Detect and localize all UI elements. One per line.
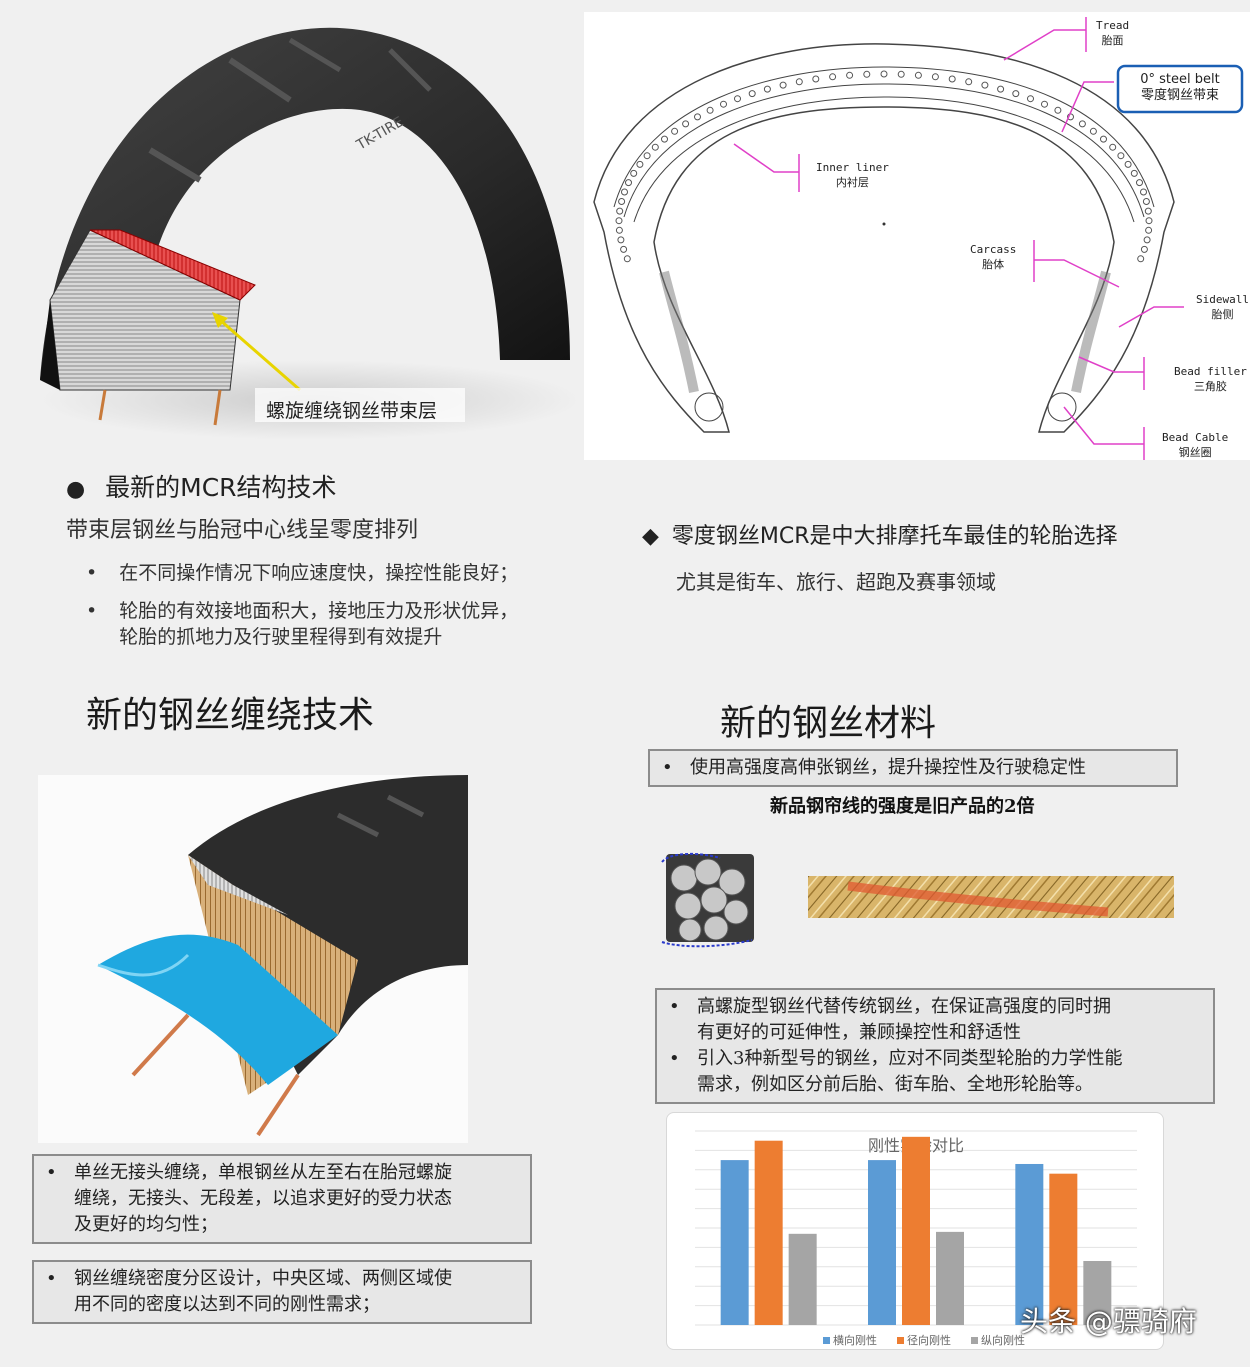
legend-label: 横向刚性 bbox=[833, 1333, 877, 1347]
mcr-item-line: 轮胎的有效接地面积大，接地压力及形状优异， bbox=[119, 600, 519, 622]
bullet-icon: • bbox=[669, 1048, 680, 1069]
mcr-heading-text: 最新的MCR结构技术 bbox=[105, 473, 337, 502]
mcr-subheading: 带束层钢丝与胎冠中心线呈零度排列 bbox=[66, 518, 419, 543]
mcr-best-choice-sub: 尤其是街车、旅行、超跑及赛事领域 bbox=[676, 570, 996, 594]
bar-2-1 bbox=[754, 1140, 783, 1325]
box-text: 使用高强度高伸张钢丝，提升操控性及行驶稳定性 bbox=[690, 757, 1086, 778]
mcr-item-response: • 在不同操作情况下响应速度快，操控性能良好； bbox=[86, 558, 518, 585]
bullet-icon: • bbox=[86, 600, 98, 622]
bar-3-1 bbox=[788, 1233, 817, 1325]
wire-winding-tire-image bbox=[38, 775, 468, 1143]
mcr-item-contact-area: • 轮胎的有效接地面积大，接地压力及形状优异， 轮胎的抓地力及行驶里程得到有效提… bbox=[86, 598, 518, 650]
box-line: 引入3种新型号的钢丝，应对不同类型轮胎的力学性能 bbox=[697, 1048, 1123, 1069]
bar-3-3 bbox=[1083, 1260, 1112, 1325]
stiffness-chart-card: 刚性实验对比横向刚性径向刚性纵向刚性 bbox=[666, 1112, 1164, 1350]
mcr-item-line: 轮胎的抓地力及行驶里程得到有效提升 bbox=[119, 626, 443, 648]
bar-3-2 bbox=[936, 1231, 964, 1325]
box-line: 用不同的密度以达到不同的刚性需求； bbox=[74, 1294, 380, 1315]
bullet-icon: • bbox=[46, 1162, 57, 1183]
section-title-winding: 新的钢丝缠绕技术 bbox=[86, 695, 375, 736]
bullet-icon: • bbox=[46, 1268, 57, 1289]
steel-cord-section-image bbox=[661, 852, 754, 948]
section-title-material: 新的钢丝材料 bbox=[720, 703, 937, 744]
strength-note: 新品钢帘线的强度是旧产品的2倍 bbox=[770, 796, 1035, 817]
bar-2-3 bbox=[1049, 1173, 1078, 1325]
box-line: 高螺旋型钢丝代替传统钢丝，在保证高强度的同时拥 bbox=[697, 996, 1111, 1017]
mcr-heading: ● 最新的MCR结构技术 bbox=[66, 468, 337, 504]
box-line: 及更好的均匀性； bbox=[74, 1214, 218, 1235]
bar-1-3 bbox=[1015, 1163, 1044, 1325]
mcr-item-text: 轮胎的有效接地面积大，接地压力及形状优异， 轮胎的抓地力及行驶里程得到有效提升 bbox=[119, 598, 518, 650]
zoned-density-box: • 钢丝缠绕密度分区设计，中央区域、两侧区域使 用不同的密度以达到不同的刚性需求… bbox=[32, 1260, 532, 1324]
watermark-text: 头条 @骠骑府 bbox=[1020, 1305, 1197, 1338]
cross-section-svg bbox=[593, 17, 1244, 460]
legend-label: 纵向刚性 bbox=[981, 1333, 1025, 1347]
bar-1-1 bbox=[720, 1160, 749, 1325]
mcr-best-choice-heading: ◆ 零度钢丝MCR是中大排摩托车最佳的轮胎选择 bbox=[642, 518, 1118, 550]
high-strength-wire-box: • 使用高强度高伸张钢丝，提升操控性及行驶稳定性 bbox=[648, 749, 1178, 787]
legend-swatch bbox=[823, 1337, 830, 1344]
box-line: 有更好的可延伸性，兼顾操控性和舒适性 bbox=[697, 1022, 1021, 1043]
legend-label: 径向刚性 bbox=[907, 1333, 951, 1347]
bullet-dot-icon: ● bbox=[66, 477, 86, 502]
spiral-belt-callout-label: 螺旋缠绕钢丝带束层 bbox=[266, 400, 438, 422]
diamond-bullet-icon: ◆ bbox=[642, 524, 659, 549]
single-wire-winding-box: • 单丝无接头缠绕，单根钢丝从左至右在胎冠螺旋 缠绕，无接头、无段差，以追求更好… bbox=[32, 1154, 532, 1244]
mcr-item-text: 在不同操作情况下响应速度快，操控性能良好； bbox=[119, 562, 519, 584]
best-choice-text: 零度钢丝MCR是中大排摩托车最佳的轮胎选择 bbox=[671, 524, 1118, 549]
legend-swatch bbox=[971, 1337, 978, 1344]
stiffness-bar-chart: 刚性实验对比横向刚性径向刚性纵向刚性 bbox=[695, 1130, 1137, 1347]
bullet-icon: • bbox=[86, 562, 98, 584]
tire-brand-text: TK-TIRE bbox=[353, 114, 406, 154]
legend-swatch bbox=[897, 1337, 904, 1344]
spiral-belt-tire-image: TK-TIRE bbox=[40, 27, 580, 440]
bullet-icon: • bbox=[669, 996, 680, 1017]
box-line: 单丝无接头缠绕，单根钢丝从左至右在胎冠螺旋 bbox=[74, 1162, 452, 1183]
box-line: 缠绕，无接头、无段差，以追求更好的受力状态 bbox=[74, 1188, 452, 1209]
box-line: 需求，例如区分前后胎、街车胎、全地形轮胎等。 bbox=[697, 1074, 1093, 1095]
bar-2-2 bbox=[902, 1136, 930, 1325]
bullet-icon: • bbox=[662, 757, 673, 778]
box-line: 钢丝缠绕密度分区设计，中央区域、两侧区域使 bbox=[74, 1268, 452, 1289]
helix-wire-box: • 高螺旋型钢丝代替传统钢丝，在保证高强度的同时拥 有更好的可延伸性，兼顾操控性… bbox=[655, 988, 1215, 1104]
steel-cord-rope-image bbox=[808, 876, 1174, 918]
bar-1-2 bbox=[868, 1160, 896, 1325]
